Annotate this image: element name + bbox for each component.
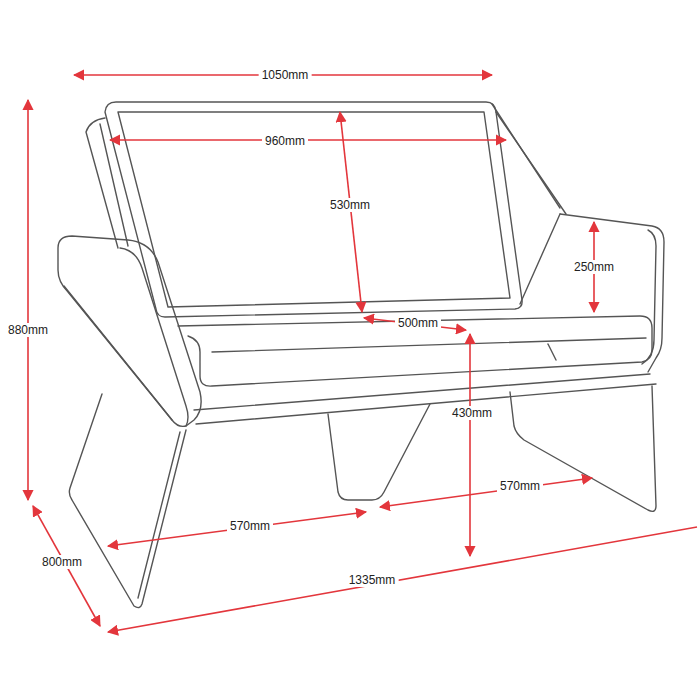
- dimension-label: 430mm: [449, 406, 495, 420]
- dimension-lines: [28, 75, 697, 632]
- sofa-outline: [58, 102, 664, 608]
- dimension-label: 500mm: [395, 316, 441, 330]
- dimension-label: 250mm: [571, 260, 617, 274]
- dimension-label: 960mm: [262, 134, 308, 148]
- dimension-label: 800mm: [39, 555, 85, 569]
- dimension-label: 1050mm: [259, 68, 312, 82]
- dimension-label: 1335mm: [346, 573, 399, 587]
- dimension-label: 530mm: [327, 198, 373, 212]
- dimension-label: 570mm: [497, 479, 543, 493]
- dimension-label: 880mm: [5, 323, 51, 337]
- dimension-label: 570mm: [227, 519, 273, 533]
